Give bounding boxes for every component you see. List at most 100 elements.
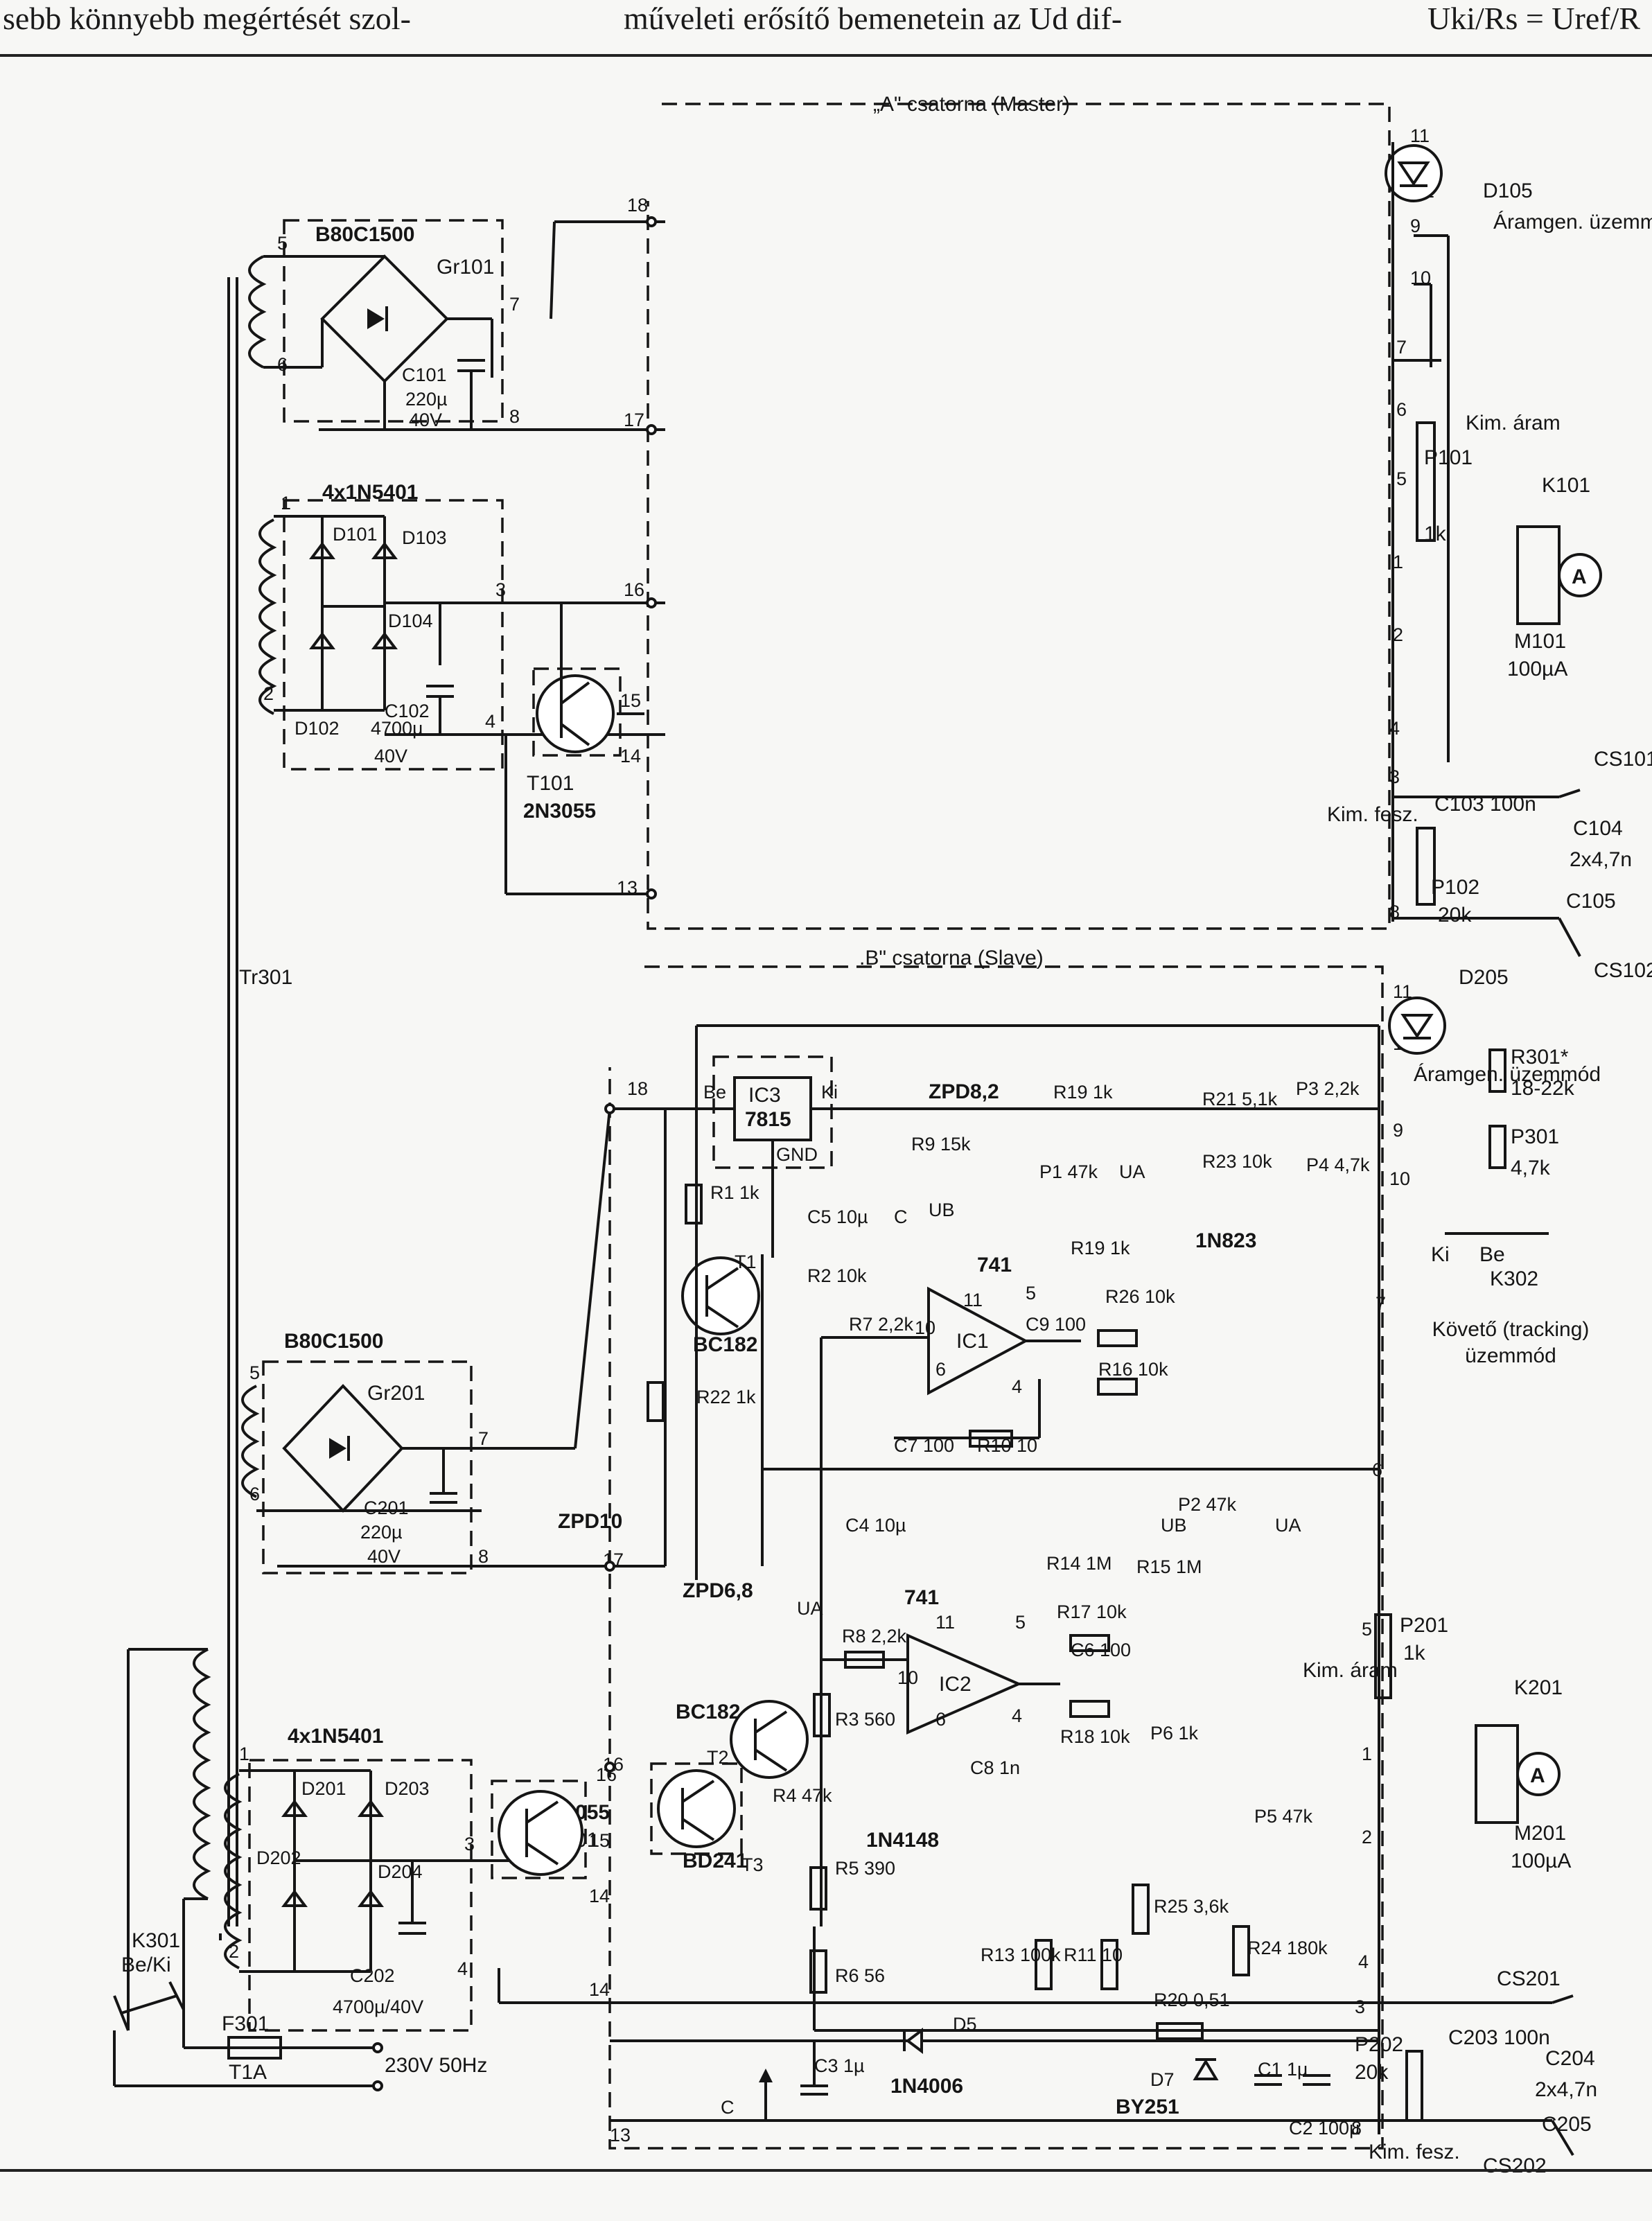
svg-text:IC2: IC2 bbox=[939, 1673, 972, 1696]
ic1-type: 741 bbox=[977, 1254, 1012, 1276]
r20-label: R20 0,51 bbox=[1154, 1990, 1230, 2010]
svg-text:1: 1 bbox=[281, 493, 291, 513]
channel-a-frame: „A" csatorna (Master) bbox=[647, 93, 1391, 930]
t3-type: BD241 bbox=[683, 1850, 747, 1872]
p201-label: P201 bbox=[1400, 1614, 1448, 1637]
r23-label: R23 10k bbox=[1202, 1151, 1272, 1172]
svg-text:5: 5 bbox=[1026, 1283, 1036, 1303]
svg-text:7: 7 bbox=[509, 294, 520, 315]
opamp-ic2: IC2 10 11 6 5 4 bbox=[821, 1612, 1110, 1735]
p202-value: 20k bbox=[1355, 2061, 1389, 2084]
svg-text:5: 5 bbox=[1396, 468, 1407, 489]
c205-label: C205 bbox=[1542, 2113, 1592, 2136]
svg-text:3: 3 bbox=[464, 1834, 475, 1854]
c101-voltage: 40V bbox=[409, 410, 442, 430]
k301-note: Be/Ki bbox=[121, 1954, 171, 1976]
svg-text:4: 4 bbox=[1012, 1705, 1022, 1726]
kim-aram-a: Kim. áram bbox=[1466, 412, 1561, 434]
c202-value: 4700µ/40V bbox=[333, 1996, 423, 2017]
r21-label: R21 5,1k bbox=[1202, 1089, 1278, 1109]
r26-label: R26 10k bbox=[1105, 1286, 1175, 1307]
svg-text:7: 7 bbox=[1396, 337, 1407, 358]
ic2-type: 741 bbox=[904, 1586, 939, 1609]
svg-text:1: 1 bbox=[239, 1744, 249, 1764]
svg-text:11: 11 bbox=[1410, 125, 1430, 146]
d105-label: D105 bbox=[1483, 179, 1533, 202]
channel-b-labels: ZPD8,2 R19 1k R21 5,1k P3 2,2k R23 10k P… bbox=[537, 1078, 1370, 2139]
r11-label: R11 10 bbox=[1064, 1945, 1123, 1965]
svg-text:8: 8 bbox=[509, 406, 520, 427]
regulator-ic3: IC3 7815 Be Ki GND 18 bbox=[471, 1055, 1379, 1450]
svg-text:2: 2 bbox=[1362, 1827, 1372, 1847]
channel-b-pins: 17 16 14 13 bbox=[589, 1103, 631, 2145]
r19-label: R19 1k bbox=[1053, 1082, 1113, 1103]
r6-label: R6 56 bbox=[835, 1965, 885, 1986]
channel-a-label: „A" csatorna (Master) bbox=[873, 93, 1070, 116]
p2-label: P2 47k bbox=[1178, 1494, 1237, 1515]
svg-text:T2: T2 bbox=[707, 1747, 729, 1768]
d205-note: Áramgen. üzemmód bbox=[1414, 1063, 1601, 1086]
svg-text:14: 14 bbox=[589, 1886, 610, 1906]
kim-aram-b: Kim. áram bbox=[1303, 1659, 1398, 1682]
r8-label: R8 2,2k bbox=[842, 1626, 907, 1647]
svg-text:11: 11 bbox=[963, 1290, 983, 1310]
transistors-b: 15 14 16 T3 T1 T2 bbox=[491, 1184, 809, 1906]
diodes-a-label: 4x1N5401 bbox=[322, 481, 418, 504]
cs102-label: CS102 bbox=[1594, 959, 1652, 982]
bridge-a-label: B80C1500 bbox=[315, 223, 414, 246]
c2x47n-a: 2x4,7n bbox=[1570, 848, 1632, 871]
svg-text:15: 15 bbox=[620, 690, 641, 711]
k302-label: K302 bbox=[1490, 1267, 1538, 1290]
zpd68-label: ZPD6,8 bbox=[683, 1579, 753, 1602]
svg-text:10: 10 bbox=[915, 1317, 935, 1338]
diode-bridge-b: 4x1N5401 1 2 3 4 D201 D203 D202 D204 C20… bbox=[224, 1725, 554, 2032]
svg-text:6: 6 bbox=[277, 354, 288, 375]
zpd10-label: ZPD10 bbox=[558, 1510, 622, 1533]
svg-text:4: 4 bbox=[457, 1958, 468, 1979]
r9-label: R9 15k bbox=[911, 1134, 971, 1155]
bridge-a: B80C1500 Gr101 5 6 7 8 C101 220µ 40V bbox=[248, 219, 665, 431]
mains-label: 230V 50Hz bbox=[385, 2054, 487, 2077]
svg-text:4: 4 bbox=[1389, 718, 1400, 739]
svg-text:2: 2 bbox=[1393, 624, 1403, 645]
r301-label: R301* bbox=[1511, 1046, 1569, 1069]
ub-c5: UB bbox=[929, 1200, 955, 1220]
svg-text:10: 10 bbox=[1389, 1168, 1410, 1189]
svg-text:5: 5 bbox=[1362, 1619, 1372, 1640]
c-node-top: C bbox=[894, 1206, 908, 1227]
svg-text:6: 6 bbox=[1396, 399, 1407, 420]
c8-label: C8 1n bbox=[970, 1757, 1020, 1778]
r4-label: R4 47k bbox=[773, 1785, 832, 1806]
transformer-label: Tr301 bbox=[239, 966, 292, 989]
c201-voltage: 40V bbox=[367, 1546, 401, 1567]
svg-text:13: 13 bbox=[610, 2125, 631, 2145]
ic3-be: Be bbox=[703, 1082, 726, 1103]
header-center-text: műveleti erősítő bemenetein az Ud dif- bbox=[624, 1, 1123, 36]
r22-label: R22 1k bbox=[696, 1387, 756, 1407]
svg-text:17: 17 bbox=[624, 410, 644, 430]
cs201-label: CS201 bbox=[1497, 1967, 1561, 1990]
tracking-mode-label: Követő (tracking) üzemmód bbox=[1432, 1318, 1590, 1367]
m101-label: M101 bbox=[1514, 630, 1566, 653]
p102-value: 20k bbox=[1438, 904, 1472, 927]
svg-text:2: 2 bbox=[229, 1941, 239, 1962]
r13-label: R13 100k bbox=[981, 1945, 1061, 1965]
channel-b-rails bbox=[498, 1024, 1382, 2134]
mains-input: K301 Be/Ki F301 T1A 230V 50Hz bbox=[113, 1929, 487, 2091]
svg-text:8: 8 bbox=[1351, 2118, 1362, 2139]
channel-a-pins: 18 17 16 13 bbox=[550, 195, 665, 899]
svg-text:6: 6 bbox=[249, 1484, 260, 1504]
transistor-t101: 15 14 T101 2N3055 bbox=[504, 603, 648, 895]
m201-value: 100µA bbox=[1511, 1850, 1571, 1872]
ua-label: UA bbox=[1275, 1515, 1301, 1536]
svg-text:7: 7 bbox=[478, 1428, 489, 1449]
p101-label: P101 bbox=[1424, 446, 1473, 469]
header-left-text: sebb könnyebb megértését szol- bbox=[3, 1, 411, 36]
zpd82-label: ZPD8,2 bbox=[929, 1080, 999, 1103]
svg-text:11: 11 bbox=[935, 1612, 955, 1633]
ub-label: UB bbox=[1161, 1515, 1187, 1536]
r7-label: R7 2,2k bbox=[849, 1314, 914, 1335]
header-rule bbox=[0, 54, 1652, 57]
t101-type: 2N3055 bbox=[523, 800, 596, 823]
